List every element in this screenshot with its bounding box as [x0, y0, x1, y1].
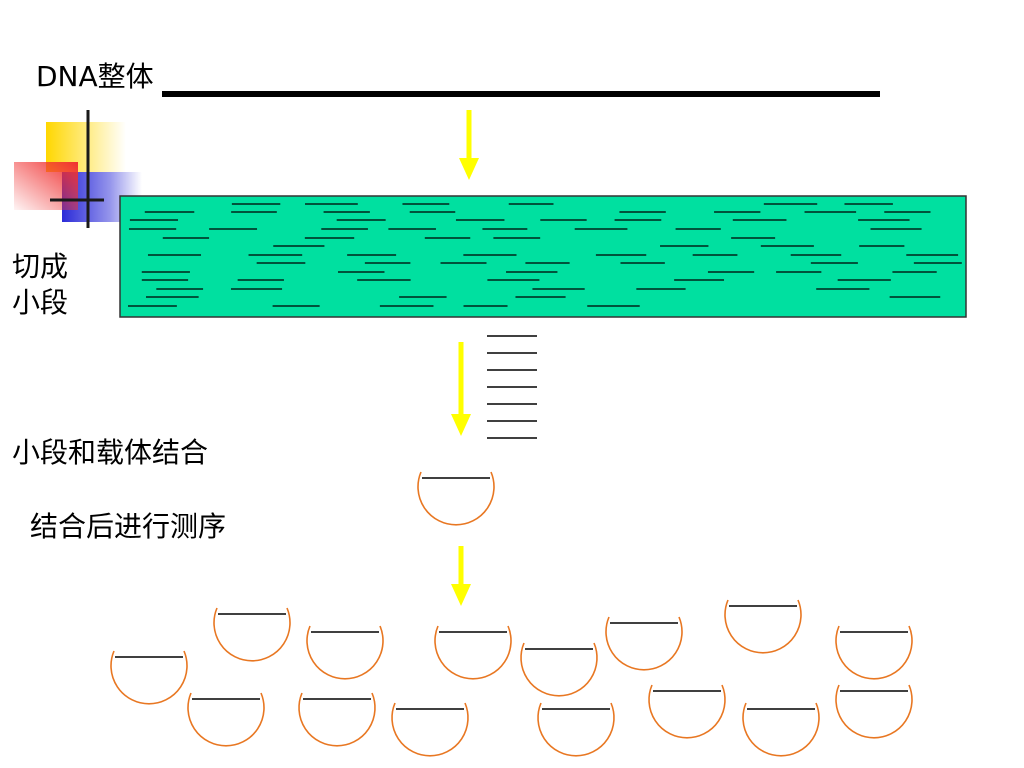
vector-icon	[742, 702, 820, 757]
vector-arc	[298, 692, 376, 747]
vector-icon	[605, 616, 683, 671]
vector-icon	[213, 607, 291, 662]
vector-arc	[434, 625, 512, 680]
fragment-stack	[487, 335, 537, 439]
vector-arc	[417, 471, 495, 526]
vector-arc	[187, 692, 265, 747]
fragment-gel-box	[119, 195, 967, 318]
vector-arc	[306, 625, 384, 680]
vector-arc	[742, 702, 820, 757]
vector-icon	[520, 642, 598, 697]
vector-icon	[187, 692, 265, 747]
vector-icon	[417, 471, 495, 526]
down-arrow-icon	[459, 110, 479, 180]
vector-icon	[391, 702, 469, 757]
dna-fragments	[128, 203, 962, 307]
vector-arc	[648, 684, 726, 739]
vector-arc	[605, 616, 683, 671]
vector-arc	[724, 599, 802, 654]
vector-icon	[434, 625, 512, 680]
vector-arc	[520, 642, 598, 697]
vector-icon	[537, 702, 615, 757]
vector-arc	[391, 702, 469, 757]
vector-clones	[110, 599, 913, 757]
vector-arc	[835, 684, 913, 739]
vector-icon	[724, 599, 802, 654]
combine-label: 小段和载体结合	[12, 436, 209, 469]
down-arrow-icon	[451, 546, 471, 606]
vector-icon	[306, 625, 384, 680]
vector-arc	[537, 702, 615, 757]
vector-icon	[835, 625, 913, 680]
vector-icon	[298, 692, 376, 747]
vector-arc	[835, 625, 913, 680]
cut-label-line2: 小段	[12, 286, 69, 319]
vector-icon	[110, 650, 188, 705]
vector-arc	[213, 607, 291, 662]
down-arrow-icon	[451, 342, 471, 436]
vector-icon	[648, 684, 726, 739]
vector-icon	[835, 684, 913, 739]
sequence-label: 结合后进行测序	[30, 510, 227, 543]
cut-label-line1: 切成	[12, 250, 69, 283]
dna-whole-label: DNA整体	[36, 60, 154, 93]
vector-icon	[417, 471, 495, 526]
vector-arc	[110, 650, 188, 705]
